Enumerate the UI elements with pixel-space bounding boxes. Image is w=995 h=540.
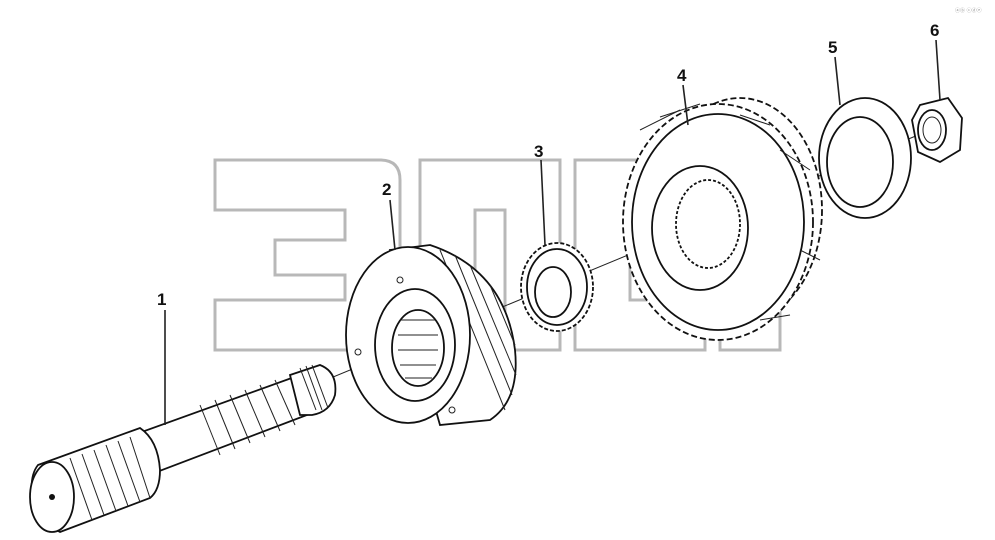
part-5-washer <box>818 97 912 219</box>
part-2-synchronizer-hub <box>345 244 517 426</box>
callout-2: 2 <box>382 180 391 199</box>
callout-labels: 1 2 3 4 5 6 <box>157 21 939 309</box>
part-6-hex-nut <box>911 96 963 164</box>
callout-3: 3 <box>534 142 543 161</box>
callout-leaders <box>164 39 941 425</box>
callout-5: 5 <box>828 38 837 57</box>
part-4-spur-gear <box>622 97 823 341</box>
callout-4: 4 <box>677 66 687 85</box>
callout-1: 1 <box>157 290 166 309</box>
corner-mark: ⓐⓑ ⓒⓓⓔ <box>955 7 982 14</box>
part-1-splined-shaft <box>29 364 337 533</box>
callout-6: 6 <box>930 21 939 40</box>
part-3-toothed-ring <box>520 242 594 332</box>
